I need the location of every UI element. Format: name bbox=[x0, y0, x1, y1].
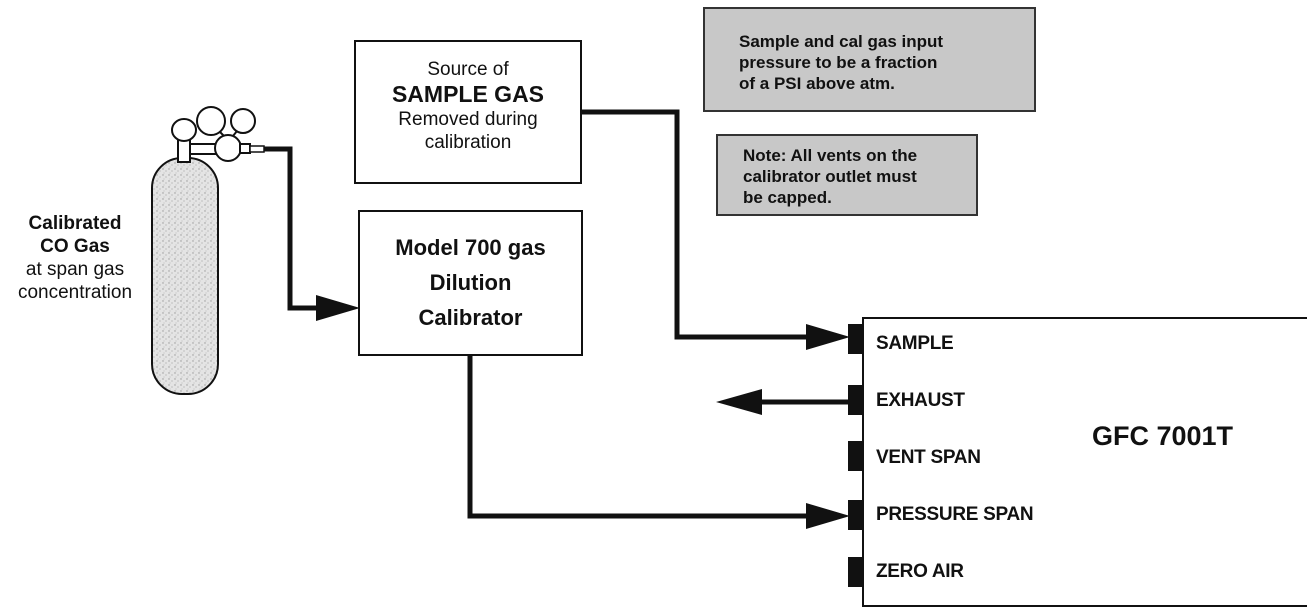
cylinder-to-calibrator-line bbox=[264, 146, 320, 311]
pressure-span-port-label: PRESSURE SPAN bbox=[876, 504, 1034, 525]
cylinder-label-line-4: concentration bbox=[17, 282, 133, 303]
vents-note-line-2: calibrator outlet must bbox=[743, 167, 917, 186]
calibrator-line-3: Calibrator bbox=[418, 305, 523, 330]
analyzer-box bbox=[862, 317, 1307, 607]
pressure-span-port-arrow bbox=[806, 503, 850, 529]
vent-span-port bbox=[848, 441, 862, 471]
calibrator-inlet-arrow bbox=[316, 295, 360, 321]
calibrator-to-pressure-span-line bbox=[467, 355, 812, 519]
vent-span-port-label: VENT SPAN bbox=[876, 447, 981, 468]
cylinder-label-line-3: at span gas bbox=[25, 259, 125, 280]
pressure-note: Sample and cal gas input pressure to be … bbox=[703, 7, 1036, 112]
sample-source-line-1: Source of bbox=[427, 59, 509, 80]
cylinder-label-line-2: CO Gas bbox=[40, 236, 110, 257]
zero-air-port bbox=[848, 557, 862, 587]
cylinder-label: Calibrated CO Gas at span gas concentrat… bbox=[0, 212, 150, 304]
sample-gas-source-box: Source of SAMPLE GAS Removed during cali… bbox=[354, 40, 582, 184]
pressure-note-line-2: pressure to be a fraction bbox=[739, 53, 938, 72]
calibrator-line-2: Dilution bbox=[429, 270, 512, 295]
pressure-note-line-1: Sample and cal gas input bbox=[739, 32, 944, 51]
exhaust-port bbox=[848, 385, 862, 415]
sample-source-line-2: SAMPLE GAS bbox=[391, 81, 545, 107]
sample-port bbox=[848, 324, 862, 354]
vents-note: Note: All vents on the calibrator outlet… bbox=[716, 134, 978, 216]
sample-source-line-3: Removed during bbox=[398, 109, 538, 130]
vents-note-line-1: Note: All vents on the bbox=[743, 146, 918, 165]
gas-cylinder-icon bbox=[151, 106, 265, 395]
sample-port-label: SAMPLE bbox=[876, 333, 954, 354]
dilution-calibrator-box: Model 700 gas Dilution Calibrator bbox=[358, 210, 583, 356]
pressure-span-port bbox=[848, 500, 862, 530]
sample-source-to-sample-port-line bbox=[582, 109, 812, 340]
analyzer-name: GFC 7001T bbox=[1092, 421, 1234, 451]
sample-source-line-4: calibration bbox=[424, 132, 512, 153]
vents-note-line-3: be capped. bbox=[743, 188, 832, 207]
exhaust-arrow bbox=[716, 389, 762, 415]
pressure-note-line-3: of a PSI above atm. bbox=[739, 74, 895, 93]
exhaust-port-label: EXHAUST bbox=[876, 390, 965, 411]
sample-port-arrow bbox=[806, 324, 850, 350]
calibrator-line-1: Model 700 gas bbox=[395, 235, 546, 260]
cylinder-label-line-1: Calibrated bbox=[28, 213, 122, 234]
zero-air-port-label: ZERO AIR bbox=[876, 561, 964, 582]
